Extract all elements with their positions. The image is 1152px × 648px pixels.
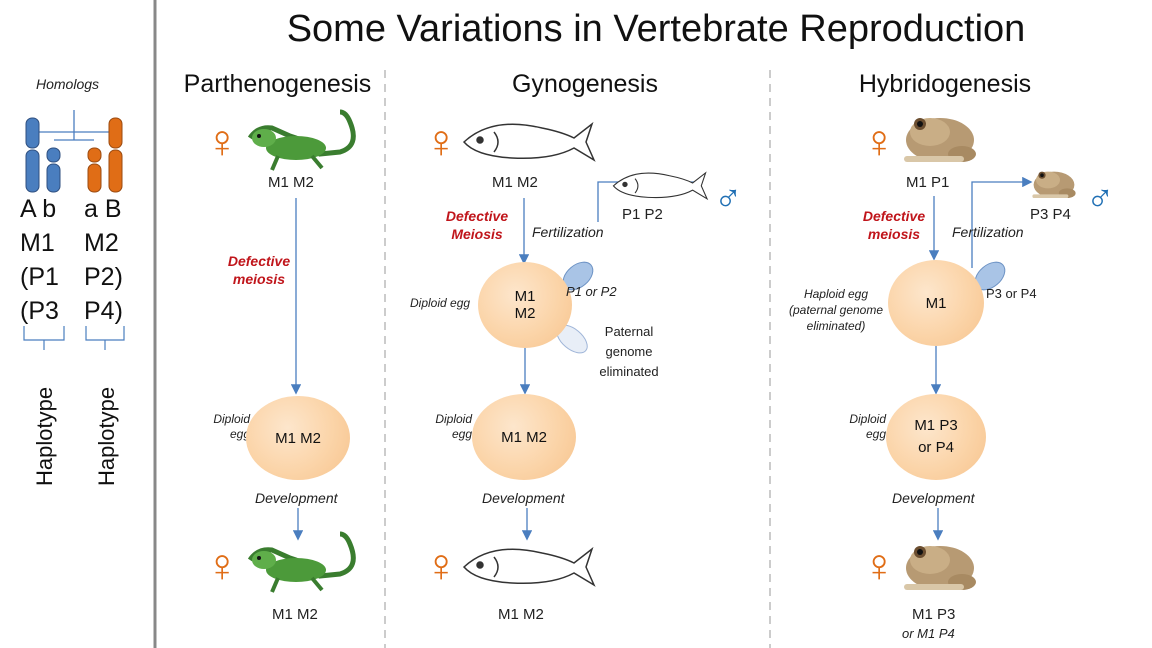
fertilization-label: Fertilization (952, 224, 1024, 240)
allele-left-2: M1 (20, 229, 55, 257)
homolog-tree (31, 110, 117, 141)
offspring-genotype-alt: or M1 P4 (902, 626, 955, 641)
egg-label-top: Haploid egg (paternal genome eliminated) (788, 287, 884, 333)
egg-bottom-genotype: M1 P3 or P4 (914, 417, 958, 456)
page-title: Some Variations in Vertebrate Reproducti… (286, 8, 1026, 50)
allele-right-1: a B (84, 195, 122, 223)
diploid-egg: M1 M2 (246, 396, 350, 480)
female-symbol: ♀ (424, 115, 459, 167)
frog-icon (904, 118, 1076, 590)
diploid-egg-bottom: M1 P3 or P4 (886, 394, 986, 480)
egg-top-genotype: M1 (925, 294, 947, 312)
defective-meiosis-label: Defective meiosis (862, 208, 926, 242)
allele-left-3: (P1 (20, 263, 59, 291)
heading-hybridogenesis: Hybridogenesis (858, 70, 1032, 98)
mother-genotype: M1 P1 (906, 174, 950, 191)
haplotype-label-right: Haplotype (94, 386, 119, 486)
father-genotype: P1 P2 (622, 206, 663, 223)
offspring-genotype: M1 M2 (272, 606, 318, 623)
defective-meiosis-label: Defective Meiosis (445, 208, 509, 242)
heading-gynogenesis: Gynogenesis (512, 70, 658, 98)
haplotype-label-left: Haplotype (32, 386, 57, 486)
female-symbol: ♀ (205, 115, 240, 167)
allele-left-1: A b (20, 195, 57, 223)
haplotype-brackets (23, 326, 125, 350)
diploid-egg-top: M1 M2 (478, 262, 572, 348)
chromosomes (25, 117, 123, 193)
male-symbol: ♂ (714, 178, 743, 220)
father-genotype: P3 P4 (1030, 206, 1071, 223)
egg-label-bottom: Diploid egg (849, 412, 886, 441)
egg-bottom-genotype: M1 M2 (501, 428, 547, 446)
male-symbol: ♂ (1086, 178, 1115, 220)
egg-label-top: Diploid egg (410, 296, 471, 310)
allele-left-4: (P3 (20, 297, 59, 325)
development-label: Development (482, 490, 565, 506)
allele-column-left: A b M1 (P1 (P3 (20, 192, 59, 328)
egg-top-genotype: M1 M2 (514, 288, 536, 322)
development-label: Development (255, 490, 338, 506)
defective-meiosis-label: Defective meiosis (227, 253, 291, 287)
allele-right-4: P4) (84, 297, 123, 325)
fish-icon (462, 121, 709, 587)
egg-label: Diploid egg (213, 412, 250, 441)
female-symbol: ♀ (862, 539, 897, 591)
sperm-label: P3 or P4 (986, 286, 1037, 301)
egg-label-bottom: Diploid egg (435, 412, 472, 441)
female-symbol: ♀ (424, 539, 459, 591)
haploid-egg: M1 (888, 260, 984, 346)
mother-genotype: M1 M2 (492, 174, 538, 191)
female-symbol: ♀ (862, 115, 897, 167)
heading-parthenogenesis: Parthenogenesis (183, 70, 372, 98)
development-label: Development (892, 490, 975, 506)
allele-right-3: P2) (84, 263, 123, 291)
egg-genotype: M1 M2 (275, 429, 321, 447)
offspring-genotype: M1 P3 (912, 606, 956, 623)
iguana-icon (247, 109, 356, 593)
female-symbol: ♀ (205, 539, 240, 591)
homologs-label: Homologs (36, 76, 100, 92)
sperm-label: P1 or P2 (566, 284, 617, 299)
allele-column-right: a B M2 P2) P4) (84, 192, 123, 328)
fertilization-label: Fertilization (532, 224, 604, 240)
paternal-eliminated-label: Paternal genome eliminated (599, 324, 659, 379)
offspring-genotype: M1 M2 (498, 606, 544, 623)
parent-genotype: M1 M2 (268, 174, 314, 191)
diploid-egg-bottom: M1 M2 (472, 394, 576, 480)
allele-right-2: M2 (84, 229, 119, 257)
